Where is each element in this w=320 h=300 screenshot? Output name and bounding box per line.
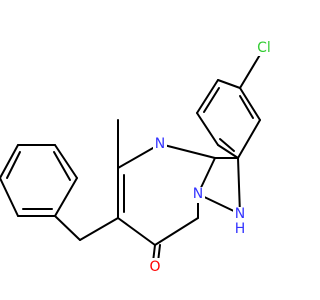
bond-ar2-1: [54, 177, 78, 217]
bond-ar1-3: [217, 144, 239, 159]
bond-ar2-4: [0, 144, 19, 179]
carbonyl-oxygen-label: O: [149, 259, 160, 275]
bond-layer: [0, 47, 265, 263]
nh-nitrogen-label: N: [235, 206, 245, 222]
bond-ar1-6: [217, 79, 241, 89]
bond-ar1-5: [196, 79, 219, 114]
bond-ar2-d1: [53, 151, 71, 181]
nh-group: N H: [233, 206, 247, 237]
structure-canvas: Cl N N N H O: [0, 38, 275, 276]
bond-ar1-d3: [203, 87, 220, 113]
bond-pz-4: [237, 157, 241, 215]
bond-benzyl-1: [79, 217, 119, 241]
bond-benzyl-2: [54, 215, 81, 241]
bond-ar1-d2: [219, 138, 235, 152]
bond-ar1-2: [237, 119, 261, 159]
bond-ar1-4: [196, 112, 219, 146]
bond-pm-4: [154, 217, 199, 246]
bond-pz-5: [159, 143, 216, 159]
carbonyl-oxygen-atom: O: [147, 258, 163, 276]
ring-nitrogen-label: N: [155, 136, 165, 152]
bond-ar2-d2: [6, 151, 21, 179]
ring-nitrogen-atom: N: [153, 136, 167, 153]
bond-ar2-2: [54, 144, 78, 179]
atom-label-layer: Cl N N N H O: [147, 38, 275, 276]
nh-hydrogen-label: H: [235, 221, 246, 237]
bridge-nitrogen-label: N: [193, 186, 203, 202]
bond-ar1-1: [239, 87, 261, 121]
bridge-nitrogen-atom: N: [191, 186, 205, 203]
chlorine-label: Cl: [257, 40, 271, 56]
bond-ar2-5: [0, 177, 19, 217]
chlorine-atom: Cl: [253, 38, 275, 56]
bond-pm-3: [117, 217, 156, 246]
bond-ar1-d1: [239, 95, 254, 119]
molecule-structure: Cl N N N H O: [0, 38, 275, 276]
